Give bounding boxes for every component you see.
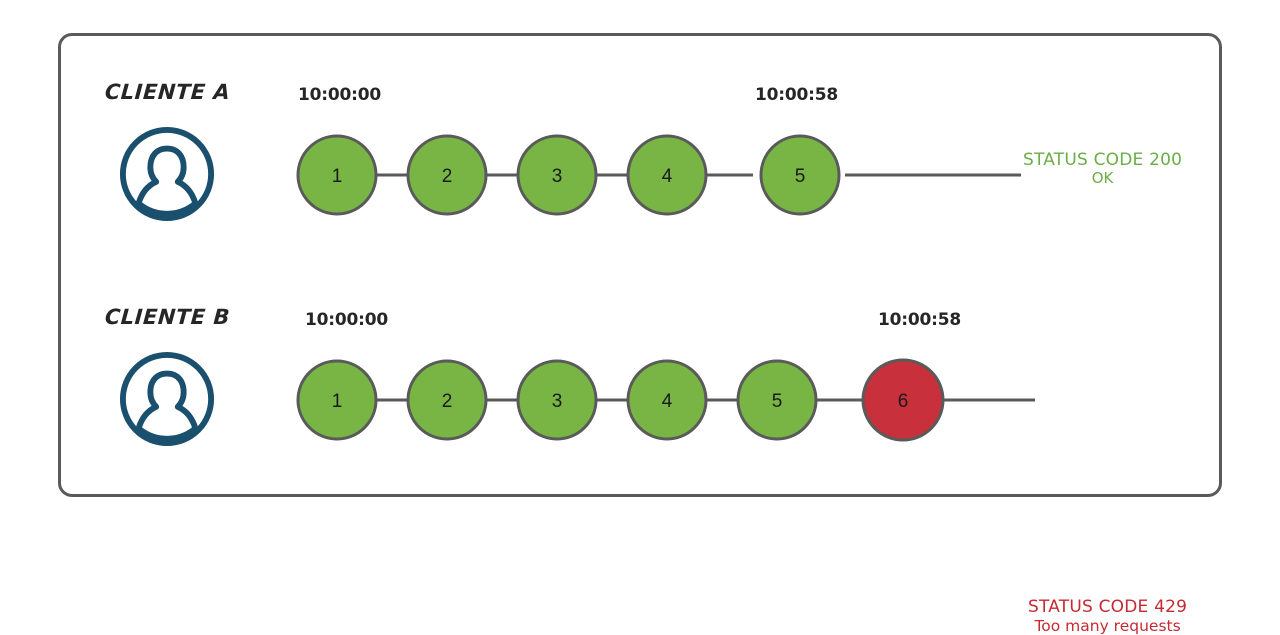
user-avatar-icon — [118, 350, 216, 448]
client-a-label: CLIENTE A — [104, 80, 232, 104]
status-badge-a: STATUS CODE 200 OK — [1023, 150, 1182, 188]
timestamp-start-b: 10:00:00 — [305, 310, 388, 330]
request-node: 4 — [626, 134, 708, 216]
svg-text:1: 1 — [332, 166, 343, 187]
svg-text:5: 5 — [772, 391, 783, 412]
user-avatar-icon — [118, 125, 216, 223]
svg-text:3: 3 — [552, 166, 563, 187]
request-node-blocked: 6 — [861, 358, 945, 442]
status-message-b: Too many requests — [1034, 617, 1181, 635]
diagram-canvas: CLIENTE A 10:00:00 10:00:58 1 — [58, 33, 1222, 635]
svg-text:2: 2 — [442, 391, 453, 412]
request-chain-b: 1 2 3 4 5 6 — [295, 345, 1040, 455]
client-b-label: CLIENTE B — [104, 305, 231, 329]
request-node: 2 — [406, 134, 488, 216]
request-node: 1 — [296, 134, 378, 216]
svg-text:5: 5 — [795, 166, 806, 187]
status-message-a: OK — [1091, 169, 1114, 188]
request-node: 3 — [516, 359, 598, 441]
svg-text:2: 2 — [442, 166, 453, 187]
request-node: 3 — [516, 134, 598, 216]
timestamp-end-a: 10:00:58 — [755, 85, 838, 105]
request-node: 1 — [296, 359, 378, 441]
request-node: 5 — [736, 359, 818, 441]
svg-text:1: 1 — [332, 391, 343, 412]
request-chain-a: 1 2 3 4 5 — [295, 120, 1025, 230]
timestamp-end-b: 10:00:58 — [878, 310, 961, 330]
status-code-a: STATUS CODE 200 — [1023, 150, 1183, 170]
status-code-b: STATUS CODE 429 — [1028, 597, 1188, 617]
timestamp-start-a: 10:00:00 — [298, 85, 381, 105]
request-node: 2 — [406, 359, 488, 441]
svg-text:3: 3 — [552, 391, 563, 412]
request-node: 5 — [759, 134, 841, 216]
svg-text:6: 6 — [898, 391, 909, 412]
status-badge-b: STATUS CODE 429 Too many requests — [1028, 597, 1187, 635]
svg-text:4: 4 — [662, 391, 673, 412]
request-node: 4 — [626, 359, 708, 441]
svg-text:4: 4 — [662, 166, 673, 187]
